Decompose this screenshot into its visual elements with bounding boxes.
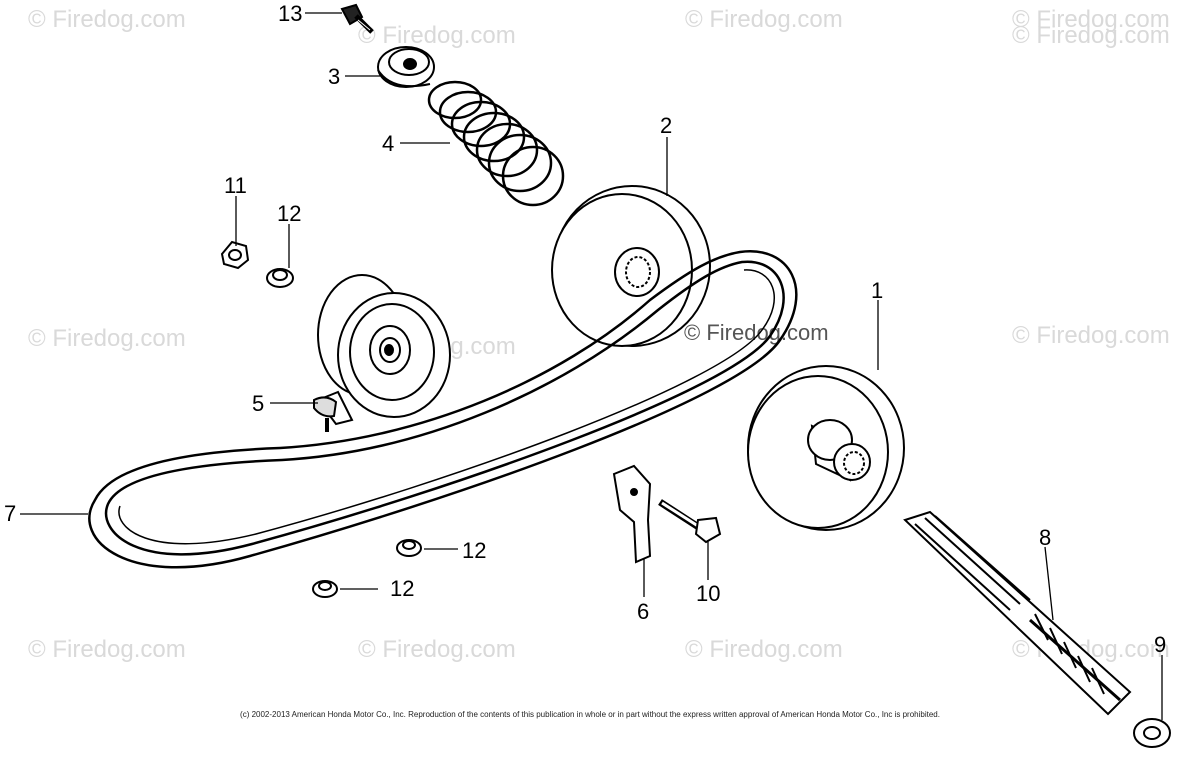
- part-13-bolt: [340, 3, 374, 34]
- callout-3: 3: [328, 64, 341, 89]
- part-3-seat: [377, 46, 435, 88]
- callout-10: 10: [696, 581, 721, 606]
- part-9-washer: [1133, 718, 1171, 748]
- part-4-spring: [427, 80, 565, 207]
- part-12-collar: [312, 580, 338, 598]
- part-8-shaft: [903, 510, 1132, 716]
- part-5-idler: [313, 274, 451, 432]
- leader-lines: [20, 12, 1163, 720]
- callout-1: 1: [871, 278, 884, 303]
- callout-12: 12: [462, 538, 487, 563]
- watermark: © Firedog.com: [358, 22, 516, 49]
- callout-2: 2: [660, 113, 673, 138]
- watermark: © Firedog.com: [1012, 322, 1170, 349]
- part-12-collar: [266, 268, 294, 288]
- copyright-notice: (c) 2002-2013 American Honda Motor Co., …: [240, 710, 940, 719]
- watermark-center: © Firedog.com: [684, 320, 829, 345]
- callout-5: 5: [252, 391, 265, 416]
- watermark: © Firedog.com: [1012, 6, 1170, 33]
- callout-12: 12: [390, 576, 415, 601]
- part-12-collar: [396, 539, 422, 557]
- watermark: © Firedog.com: [28, 325, 186, 352]
- callout-7: 7: [4, 501, 17, 526]
- watermark: © Firedog.com: [685, 636, 843, 663]
- part-7-belt: [88, 250, 798, 569]
- part-10-bolt: [658, 499, 722, 544]
- part-1-drive-face: [747, 365, 905, 531]
- watermark: © Firedog.com: [685, 6, 843, 33]
- part-6-bracket: [612, 464, 652, 564]
- callout-9: 9: [1154, 632, 1167, 657]
- watermark: © Firedog.com: [28, 636, 186, 663]
- watermark: © Firedog.com: [28, 6, 186, 33]
- watermark: © Firedog.com: [358, 636, 516, 663]
- watermark: © Firedog.com: [1012, 22, 1170, 49]
- callout-4: 4: [382, 131, 395, 156]
- callout-6: 6: [637, 599, 650, 624]
- callout-13: 13: [278, 1, 303, 26]
- callout-12: 12: [277, 201, 302, 226]
- callout-11: 11: [224, 173, 247, 198]
- callout-8: 8: [1039, 525, 1052, 550]
- part-2-pulley: [551, 185, 711, 347]
- part-11-nut: [220, 240, 250, 270]
